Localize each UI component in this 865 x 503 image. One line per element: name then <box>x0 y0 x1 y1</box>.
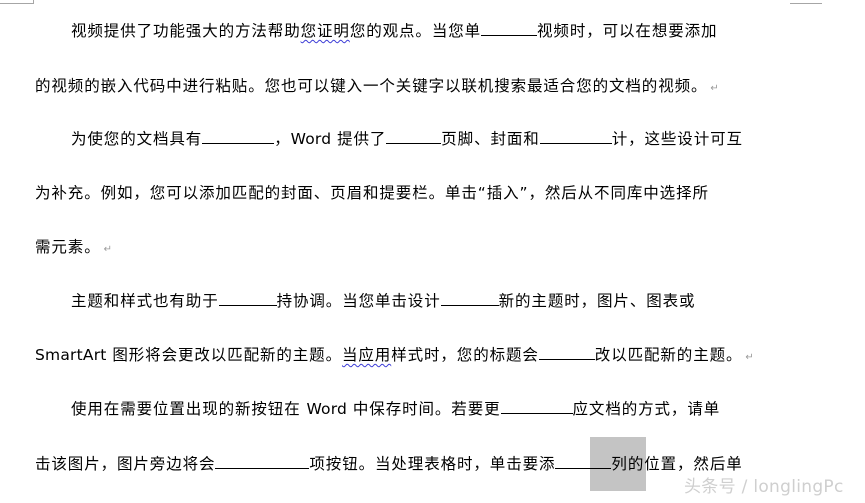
fill-blank[interactable] <box>500 399 573 414</box>
paragraph-4-line-1[interactable]: 使用在需要位置出现的新按钮在 Word 中保存时间。若要更 应文档的方式，请单 <box>71 399 720 419</box>
fill-blank[interactable] <box>386 129 442 144</box>
text-run: 中保存时间。若要更 <box>352 400 501 418</box>
text-run: 页脚、封面和 <box>441 130 540 148</box>
text-run: 项按钮。当处理表格时，单击要添 <box>309 455 556 473</box>
text-run: ， <box>274 130 291 148</box>
fill-blank[interactable] <box>440 291 499 306</box>
text-run: 为使您的文档具有 <box>71 130 203 148</box>
text-run: 需元素。 <box>35 238 101 256</box>
word-text: Word <box>290 130 332 148</box>
text-run: 样式时，您的标题会 <box>391 346 539 364</box>
text-run: 视频时，可以在想要添加 <box>537 22 718 40</box>
paragraph-2-line-3[interactable]: 需元素。↵ <box>35 237 112 260</box>
paragraph-3-line-2[interactable]: SmartArt 图形将会更改以匹配新的主题。当应用样式时，您的标题会 改以匹配新… <box>35 345 754 368</box>
fill-blank[interactable] <box>539 129 612 144</box>
text-run: 视频提供了功能强大的方法帮助 <box>71 22 301 40</box>
paragraph-1-line-2[interactable]: 的视频的嵌入代码中进行粘贴。您也可以键入一个关键字以联机搜索最适合您的文档的视频… <box>35 76 719 99</box>
text-run: 击该图片，图片旁边将会 <box>35 455 216 473</box>
text-run: 主题和样式也有助于 <box>71 292 219 310</box>
paragraph-2-line-1[interactable]: 为使您的文档具有 ，Word 提供了 页脚、封面和 计，这些设计可互 <box>71 129 743 149</box>
word-text: Word <box>306 400 348 418</box>
text-run: 计，这些设计可互 <box>611 130 743 148</box>
paragraph-mark-icon: ↵ <box>745 352 754 363</box>
spellcheck-underlined-text[interactable]: 当应用 <box>341 346 392 364</box>
paragraph-3-line-1[interactable]: 主题和样式也有助于 持协调。当您单击设计 新的主题时，图片、图表或 <box>71 291 695 311</box>
paragraph-mark-icon: ↵ <box>103 244 112 255</box>
text-run: 使用在需要位置出现的新按钮在 <box>71 400 301 418</box>
spellcheck-underlined-text[interactable]: 您证明 <box>300 22 350 40</box>
paragraph-2-line-2[interactable]: 为补充。例如，您可以添加匹配的封面、页眉和提要栏。单击“插入”，然后从不同库中选… <box>35 183 709 203</box>
text-run: 的视频的嵌入代码中进行粘贴。您也可以键入一个关键字以联机搜索最适合您的文档的视频… <box>35 77 708 95</box>
fill-blank[interactable] <box>218 291 277 306</box>
paragraph-mark-icon: ↵ <box>710 83 719 94</box>
text-run: 改以匹配新的主题。 <box>594 346 743 364</box>
smartart-text: SmartArt <box>35 346 107 364</box>
paragraph-1-line-1[interactable]: 视频提供了功能强大的方法帮助您证明您的观点。当您单 视频时，可以在想要添加 <box>71 21 717 41</box>
text-run: 图形将会更改以匹配新的主题。 <box>112 346 342 364</box>
paragraph-4-line-2[interactable]: 击该图片，图片旁边将会 项按钮。当处理表格时，单击要添 列的位置，然后单 <box>35 454 743 474</box>
text-run: 列的位置，然后单 <box>611 455 743 473</box>
watermark: 头条号 / longlingPc <box>684 477 844 497</box>
text-run: 持协调。当您单击设计 <box>276 292 441 310</box>
crop-mark-top-left <box>0 0 34 4</box>
fill-blank[interactable] <box>538 345 595 360</box>
text-run: 应文档的方式，请单 <box>572 400 721 418</box>
text-run: 新的主题时，图片、图表或 <box>498 292 696 310</box>
fill-blank[interactable] <box>215 454 310 469</box>
text-run: 为补充。例如，您可以添加匹配的封面、页眉和提要栏。单击“插入”，然后从不同库中选… <box>35 184 709 202</box>
fill-blank[interactable] <box>481 21 538 36</box>
fill-blank[interactable] <box>555 454 612 469</box>
fill-blank[interactable] <box>202 129 275 144</box>
text-run: 提供了 <box>337 130 387 148</box>
text-run: 您的观点。当您单 <box>349 22 482 40</box>
crop-mark-top-right <box>790 0 822 4</box>
selection-highlight-box <box>590 437 646 491</box>
